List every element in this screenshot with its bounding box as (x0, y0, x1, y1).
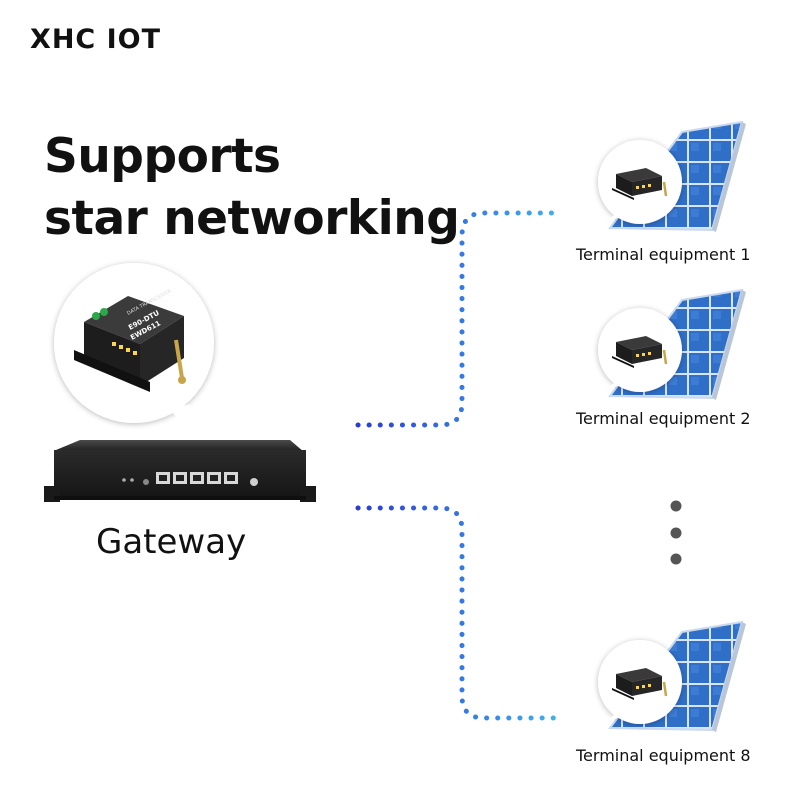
terminal-2-icon (598, 290, 746, 400)
terminal-8-label: Terminal equipment 8 (576, 746, 751, 765)
gateway-label: Gateway (96, 522, 247, 562)
title-line-2: star networking (44, 191, 460, 246)
terminal-1-icon (598, 122, 746, 232)
ellipsis-icon (670, 500, 682, 565)
page-title: Supports star networking (44, 126, 460, 250)
terminal-8-icon (598, 622, 746, 732)
title-line-1: Supports (44, 129, 281, 184)
link-terminal-1 (355, 210, 559, 428)
link-terminal-8 (355, 505, 559, 721)
terminal-1-label: Terminal equipment 1 (576, 245, 751, 264)
gateway-dtu-bubble: DATA TRANSCEIVER E90-DTU EWD611 (54, 263, 214, 426)
terminal-2-label: Terminal equipment 2 (576, 409, 751, 428)
dtu-module-icon (74, 296, 186, 392)
gateway-router-icon (44, 440, 316, 502)
brand-logo: XHC IOT (30, 24, 162, 55)
